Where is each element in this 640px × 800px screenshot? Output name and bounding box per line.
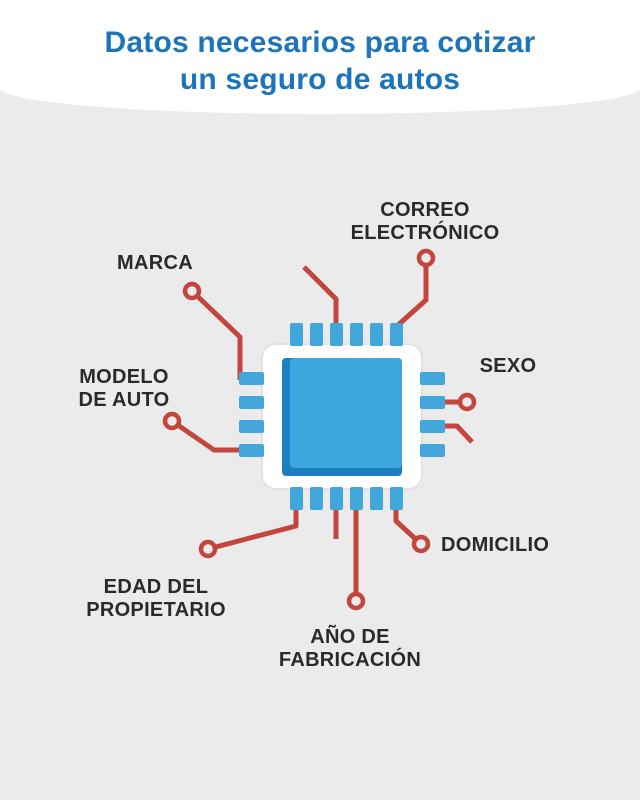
node-modelo [162,411,182,431]
title-line-2: un seguro de autos [179,63,461,96]
label-modelo-line-2: DE AUTO [78,389,170,411]
chip-pin-bottom-4 [350,487,363,510]
label-correo-electronico: CORREO ELECTRÓNICO [351,199,500,245]
trace-top-stub [302,265,339,332]
label-correo-line-1: CORREO [380,199,470,221]
label-domicilio: DOMICILIO [441,534,549,557]
chip-pin-left-2 [239,396,264,409]
node-domicilio [411,534,431,554]
circuit-traces [170,258,474,601]
chip-pin-top-2 [310,323,323,346]
chip-pin-left-3 [239,420,264,433]
label-domicilio-line-1: DOMICILIO [441,534,550,556]
chip-pin-top-5 [370,323,383,346]
connector-nodes [162,248,477,611]
header: Datos necesarios para cotizar un seguro … [0,0,640,114]
page-title: Datos necesarios para cotizar un seguro … [0,0,640,98]
chip-pin-bottom-6 [390,487,403,510]
chip [239,323,445,510]
label-modelo-de-auto: MODELO DE AUTO [79,366,170,412]
label-sexo-line-1: SEXO [479,355,537,377]
chip-pin-bottom-5 [370,487,383,510]
chip-pin-right-2 [420,396,445,409]
chip-core [290,358,402,468]
label-anio-de-fabricacion: AÑO DE FABRICACIÓN [279,626,421,672]
trace-modelo [170,418,241,453]
chip-pin-left-4 [239,444,264,457]
trace-right-stub [443,423,474,444]
node-anio [346,591,366,611]
chip-pin-top-1 [290,323,303,346]
chip-pin-bottom-3 [330,487,343,510]
label-sexo: SEXO [480,355,537,378]
chip-pins [239,323,445,510]
node-correo [416,248,436,268]
label-edad-line-2: PROPIETARIO [86,599,226,621]
label-anio-line-1: AÑO DE [310,626,390,648]
node-edad [198,539,218,559]
chip-pin-bottom-2 [310,487,323,510]
chip-pin-bottom-1 [290,487,303,510]
chip-pin-right-3 [420,420,445,433]
label-modelo-line-1: MODELO [79,366,169,388]
trace-edad [207,505,299,552]
label-edad-del-propietario: EDAD DEL PROPIETARIO [86,576,226,622]
label-anio-line-2: FABRICACIÓN [278,649,422,671]
chip-pin-left-1 [239,372,264,385]
chip-pin-top-3 [330,323,343,346]
node-marca [182,281,202,301]
chip-pin-right-1 [420,372,445,385]
chip-pin-top-6 [390,323,403,346]
node-sexo [457,392,477,412]
title-line-1: Datos necesarios para cotizar [104,26,536,59]
trace-marca [190,289,243,380]
label-correo-line-2: ELECTRÓNICO [350,222,500,244]
chip-pin-top-4 [350,323,363,346]
chip-pin-right-4 [420,444,445,457]
trace-domicilio [393,505,423,546]
label-marca-line-1: MARCA [117,252,193,274]
label-marca: MARCA [117,252,193,275]
label-edad-line-1: EDAD DEL [103,576,209,598]
